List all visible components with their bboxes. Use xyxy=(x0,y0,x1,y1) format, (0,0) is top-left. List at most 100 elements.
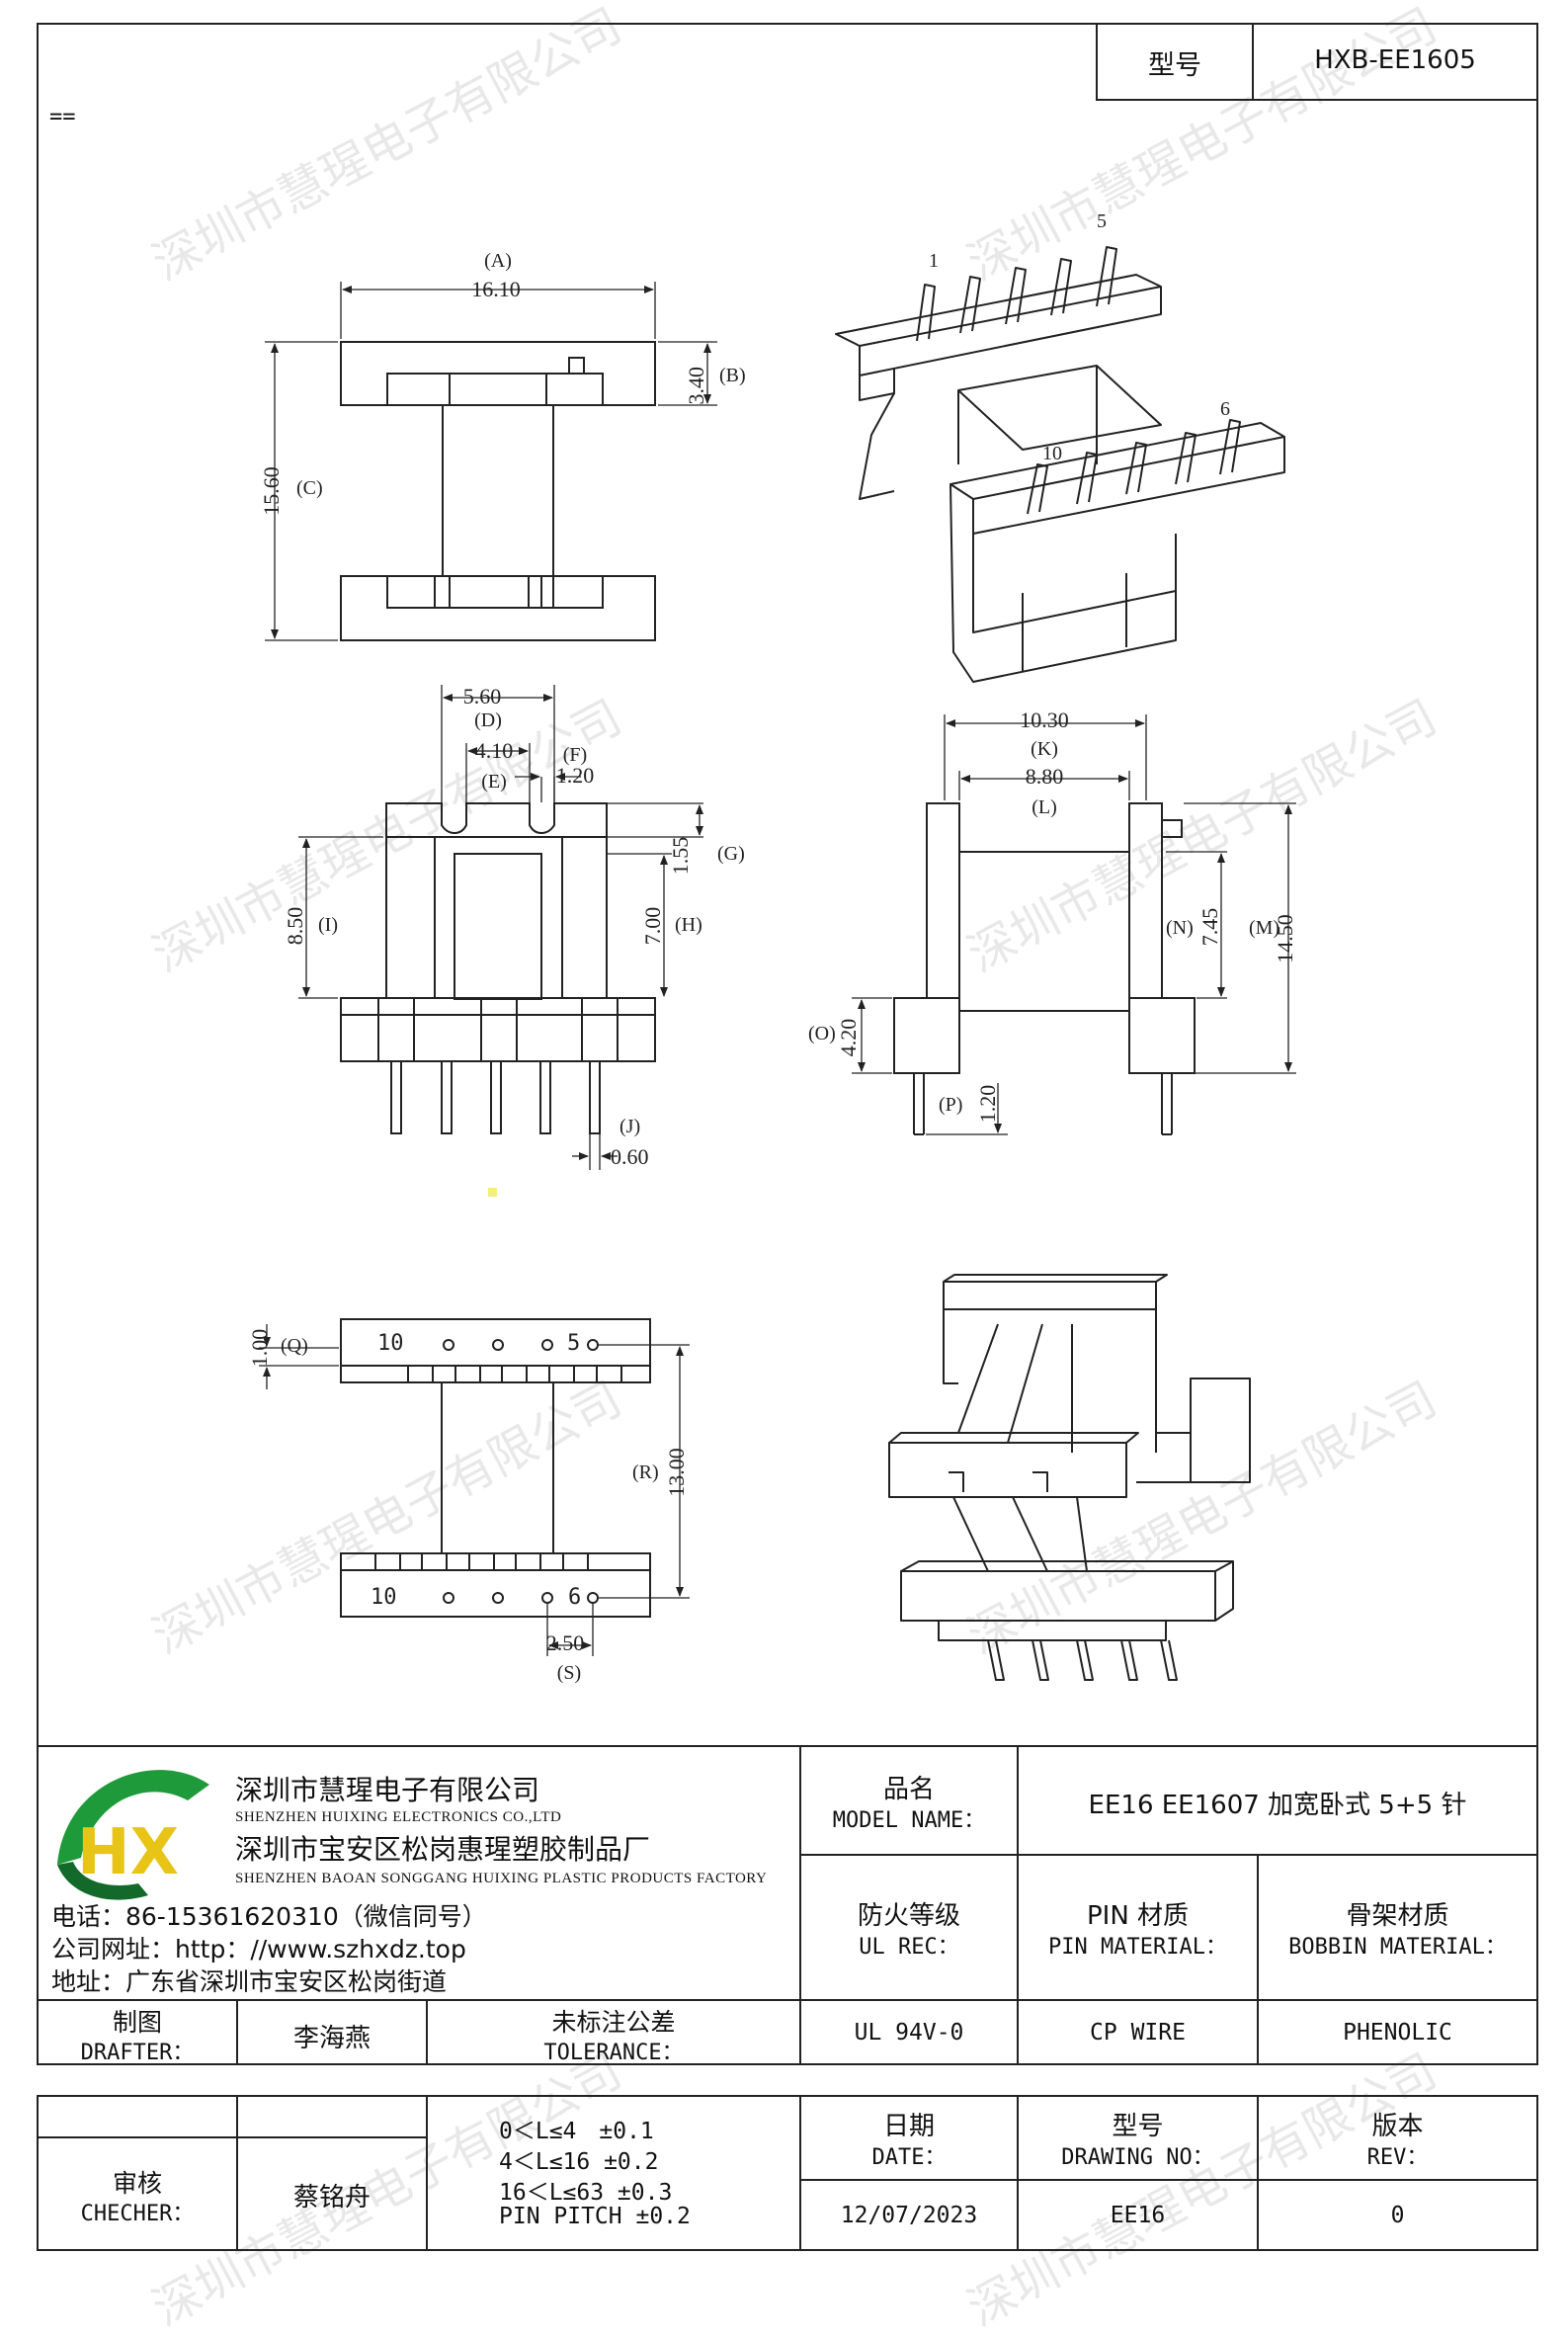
company-name-en: SHENZHEN HUIXING ELECTRONICS CO.,LTD xyxy=(235,1809,562,1825)
dim-M: 14.50 xyxy=(1273,914,1297,963)
drafter-cn: 制图 xyxy=(112,2008,162,2037)
drawing-sheet: 深圳市慧瑆电子有限公司 深圳市慧瑆电子有限公司 深圳市慧瑆电子有限公司 深圳市慧… xyxy=(37,0,1538,2337)
rev-cn: 版本 xyxy=(1371,2112,1424,2141)
tolerance-line-1: 0＜L≤4 ±0.1 xyxy=(499,2119,654,2144)
dim-D: 5.60 xyxy=(463,684,502,709)
drawing-frame xyxy=(37,23,1538,2065)
label-J: (J) xyxy=(619,1116,640,1137)
label-L: (L) xyxy=(1032,796,1057,818)
ul-value: UL 94V-0 xyxy=(854,2020,964,2046)
dim-Q: 1.00 xyxy=(247,1329,272,1368)
pin-material-value: CP WIRE xyxy=(1090,2020,1186,2046)
drawing-no-en: DRAWING NO： xyxy=(1061,2145,1214,2170)
header-model-value: HXB-EE1605 xyxy=(1314,45,1476,75)
front-view xyxy=(340,802,656,1134)
yellow-marker xyxy=(488,1188,497,1197)
bobbin-material-en: BOBBIN MATERIAL： xyxy=(1288,1935,1507,1960)
rev-en: REV： xyxy=(1366,2145,1429,2170)
drawing-no-cn: 型号 xyxy=(1112,2112,1164,2141)
ul-rec-en: UL REC： xyxy=(859,1935,959,1960)
model-name-en: MODEL NAME： xyxy=(832,1808,986,1833)
bobbin-material-value: PHENOLIC xyxy=(1343,2020,1452,2046)
date-value: 12/07/2023 xyxy=(840,2203,978,2228)
tolerance-cn: 未标注公差 xyxy=(551,2008,676,2037)
tolerance-line-4: PIN PITCH ±0.2 xyxy=(499,2204,691,2229)
ul-rec-cn: 防火等级 xyxy=(857,1901,960,1931)
date-cn: 日期 xyxy=(882,2112,935,2141)
pin-number-5: 5 xyxy=(1097,210,1107,232)
dim-H: 7.00 xyxy=(640,907,665,946)
label-E: (E) xyxy=(481,771,507,793)
end-view-dimensions xyxy=(852,714,1296,1135)
dim-P: 1.20 xyxy=(975,1085,1000,1124)
factory-name-en: SHENZHEN BAOAN SONGGANG HUIXING PLASTIC … xyxy=(235,1871,768,1886)
label-S: (S) xyxy=(557,1662,581,1684)
company-website: 公司网址：http：//www.szhxdz.top xyxy=(51,1935,466,1963)
title-block-grid xyxy=(38,1745,1537,2250)
drawing-no-value: EE16 xyxy=(1110,2203,1166,2228)
bottom-frame xyxy=(37,2095,1538,2251)
factory-name-cn: 深圳市宝安区松岗惠瑆塑胶制品厂 xyxy=(235,1833,651,1866)
pin-number-1: 1 xyxy=(929,250,939,272)
side-view-dimensions xyxy=(265,282,717,641)
checker-name: 蔡铭舟 xyxy=(292,2183,371,2213)
label-R: (R) xyxy=(632,1462,659,1483)
side-view xyxy=(340,341,656,641)
pin-label-10-bottom: 10 xyxy=(371,1585,397,1610)
tolerance-en: TOLERANCE： xyxy=(543,2041,684,2065)
pin-material-en: PIN MATERIAL： xyxy=(1048,1935,1227,1960)
model-name-value: EE16 EE1607 加宽卧式 5+5 针 xyxy=(1088,1791,1467,1820)
drafter-name: 李海燕 xyxy=(292,2024,371,2053)
label-I: (I) xyxy=(318,914,338,936)
checker-cn: 审核 xyxy=(112,2169,162,2198)
dim-K: 10.30 xyxy=(1020,708,1069,732)
model-name-cn: 品名 xyxy=(882,1775,935,1804)
label-A: (A) xyxy=(484,250,512,272)
label-O: (O) xyxy=(808,1023,836,1044)
dim-O: 4.20 xyxy=(836,1019,861,1057)
label-M: (M) xyxy=(1249,917,1279,939)
pin-label-6: 6 xyxy=(568,1585,581,1610)
dim-N: 7.45 xyxy=(1197,908,1222,947)
checker-en: CHECHER： xyxy=(80,2202,195,2226)
logo-letters: HX xyxy=(77,1816,179,1889)
pin-label-10-top: 10 xyxy=(377,1331,404,1356)
page-marker: == xyxy=(49,105,76,129)
dim-E: 4.10 xyxy=(475,738,514,763)
dim-R: 13.00 xyxy=(664,1448,689,1497)
dim-G: 1.55 xyxy=(668,837,693,876)
pin-number-6: 6 xyxy=(1220,398,1230,420)
dim-S: 2.50 xyxy=(546,1630,585,1655)
bottom-view xyxy=(340,1318,651,1618)
tolerance-line-2: 4＜L≤16 ±0.2 xyxy=(499,2149,659,2175)
company-address: 地址：广东省深圳市宝安区松岗街道 xyxy=(51,1967,448,1996)
front-view-dimensions xyxy=(298,685,703,1170)
company-name-cn: 深圳市慧瑆电子有限公司 xyxy=(235,1774,540,1806)
bobbin-material-cn: 骨架材质 xyxy=(1346,1901,1449,1931)
drafter-en: DRAFTER： xyxy=(80,2041,195,2065)
label-D: (D) xyxy=(474,710,502,731)
company-phone: 电话：86-15361620310（微信同号） xyxy=(51,1902,487,1931)
label-C: (C) xyxy=(296,477,323,499)
date-en: DATE： xyxy=(871,2145,947,2170)
dim-I: 8.50 xyxy=(283,907,307,946)
label-F: (F) xyxy=(563,744,587,766)
dim-C: 15.60 xyxy=(259,466,284,516)
pin-material-cn: PIN 材质 xyxy=(1086,1901,1190,1931)
isometric-view-top xyxy=(835,246,1285,683)
header-model-label: 型号 xyxy=(1148,50,1201,81)
dim-B: 3.40 xyxy=(684,367,708,405)
label-P: (P) xyxy=(939,1094,962,1116)
dim-A: 16.10 xyxy=(471,277,521,301)
company-logo: HX xyxy=(57,1770,209,1900)
label-G: (G) xyxy=(717,843,745,865)
isometric-view-bottom xyxy=(888,1274,1251,1681)
label-B: (B) xyxy=(719,365,746,386)
label-Q: (Q) xyxy=(281,1335,308,1357)
dim-F: 1.20 xyxy=(556,763,595,788)
technical-drawing: (A) 16.10 3.40 (B) 15.60 (C) xyxy=(37,23,1538,2251)
header-box xyxy=(1096,24,1537,101)
rev-value: 0 xyxy=(1390,2203,1405,2228)
bottom-view-dimensions xyxy=(259,1324,690,1656)
pin-number-10: 10 xyxy=(1042,443,1062,464)
